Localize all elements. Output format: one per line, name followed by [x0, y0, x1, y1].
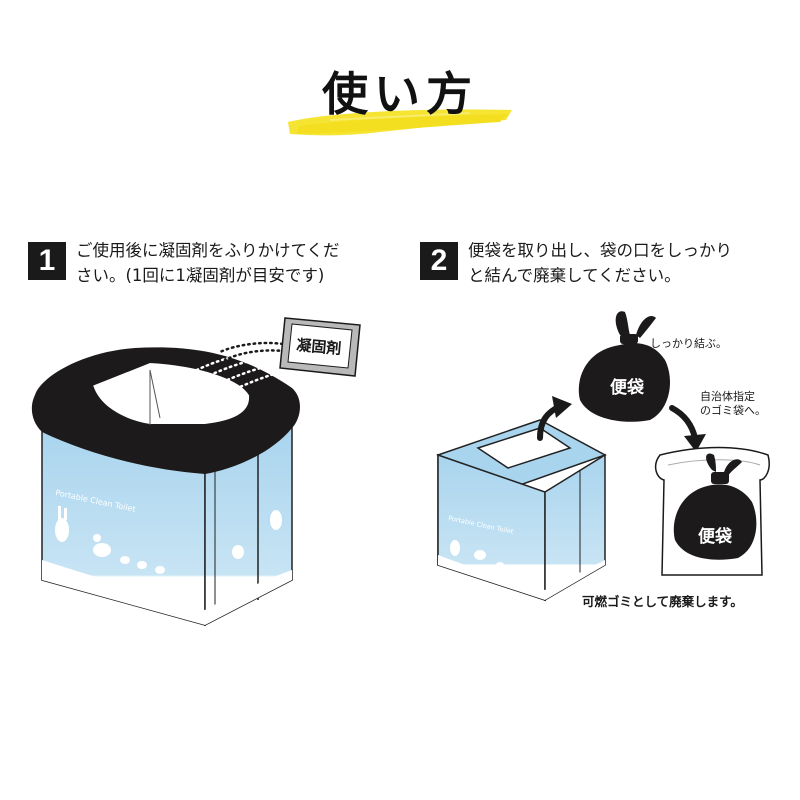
- designated-garbage-bag: 便袋: [654, 446, 770, 576]
- step-1-instructions: ご使用後に凝固剤をふりかけてくだ さい。(1回に1凝固剤が目安です): [76, 238, 340, 288]
- designated-bag-note-2: のゴミ袋へ。: [700, 403, 766, 417]
- step-1-line-1: ご使用後に凝固剤をふりかけてくだ: [76, 241, 340, 260]
- step-2-line-2: と結んで廃棄してください。: [468, 266, 681, 285]
- yellow-brush-stroke: [288, 109, 512, 136]
- step-2-number: 2: [420, 242, 458, 280]
- step-1-illustration: Portable Clean Toilet 凝固剤: [31, 317, 361, 627]
- bag-label-2: 便袋: [698, 526, 733, 547]
- disposal-note: 可燃ゴミとして廃棄します。: [582, 594, 743, 609]
- animal-silhouettes-2: [438, 540, 605, 600]
- step-2-line-1: 便袋を取り出し、袋の口をしっかり: [468, 241, 732, 260]
- page-title: 使い方: [322, 67, 478, 121]
- bag-label: 便袋: [610, 377, 645, 398]
- step-2-illustration: Portable Clean Toilet 便袋 しっかり結ぶ。 自治体指定 の…: [436, 311, 770, 609]
- packet-label: 凝固剤: [296, 336, 342, 358]
- animal-silhouettes: [42, 506, 292, 625]
- tied-waste-bag: 便袋: [578, 311, 670, 422]
- coagulant-packet: 凝固剤: [279, 317, 361, 377]
- step-1-line-2: さい。(1回に1凝固剤が目安です): [76, 266, 325, 285]
- step-2-instructions: 便袋を取り出し、袋の口をしっかり と結んで廃棄してください。: [468, 238, 732, 288]
- step-1-number: 1: [28, 242, 66, 280]
- title-area: 使い方: [0, 50, 800, 150]
- tie-note: しっかり結ぶ。: [650, 336, 727, 350]
- designated-bag-note-1: 自治体指定: [700, 389, 755, 403]
